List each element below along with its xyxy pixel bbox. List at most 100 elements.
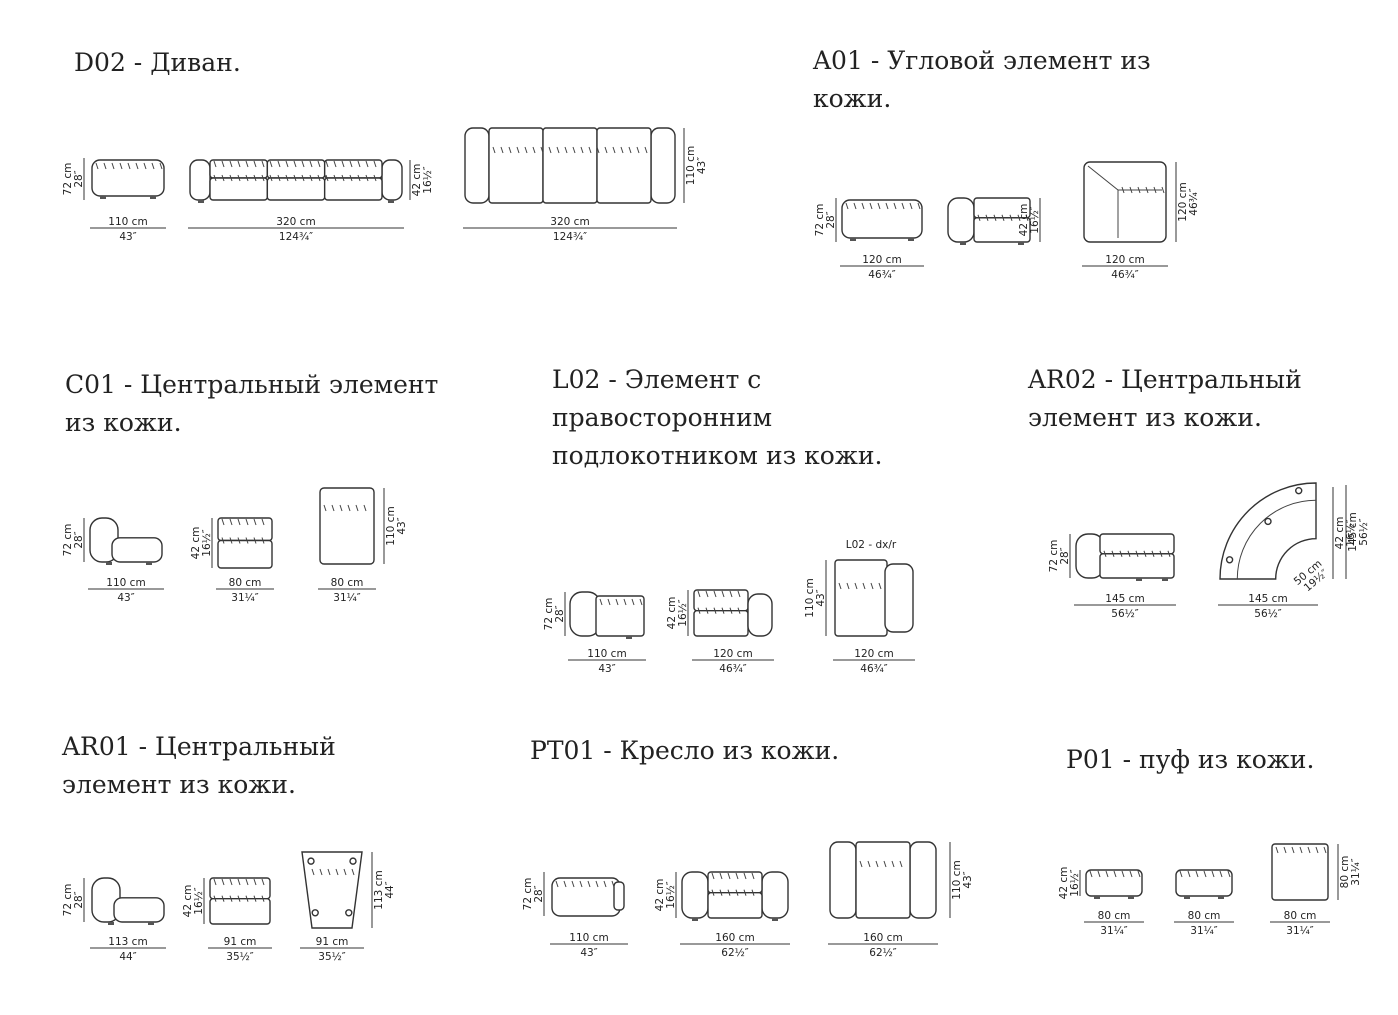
stitch-mark <box>1137 186 1141 194</box>
stitch-mark <box>229 895 233 902</box>
stitch-mark <box>1203 870 1207 878</box>
stitch-mark <box>301 160 305 168</box>
width-cm-label: 80 cm <box>1284 910 1317 922</box>
stitch-mark <box>1025 214 1029 221</box>
foot <box>148 922 154 925</box>
stitch-mark <box>623 598 627 606</box>
stitch-mark <box>261 518 265 526</box>
stitch-mark <box>325 174 329 182</box>
seat-cushion <box>323 177 383 201</box>
stitch-mark <box>1275 846 1279 854</box>
stitch-mark <box>721 590 725 598</box>
stitch-mark <box>846 582 850 590</box>
stitch-mark <box>875 860 879 868</box>
armrest <box>613 881 625 911</box>
stitch-mark <box>838 582 842 590</box>
stitch-mark <box>1179 870 1183 878</box>
armrest <box>464 127 490 204</box>
stitch-mark <box>1145 186 1149 194</box>
stitch-mark <box>599 598 603 606</box>
armrest <box>381 159 403 201</box>
seat-profile <box>111 537 163 563</box>
foot <box>198 200 204 203</box>
height-cm-label: 110 cm <box>804 578 816 617</box>
stitch-mark <box>221 160 225 168</box>
stitch-mark <box>555 880 559 888</box>
width-inch-label: 46¾″ <box>868 269 896 281</box>
section-title-l02: L02 - Элемент с правосторонним подлокотн… <box>552 361 882 475</box>
height-inch-label: 43″ <box>696 157 708 174</box>
foot <box>345 909 353 917</box>
stitch-mark <box>580 146 584 154</box>
section-title-a01: A01 - Угловой элемент из кожи. <box>813 42 1151 118</box>
width-inch-label: 31¼″ <box>231 592 259 604</box>
stitch-mark <box>221 895 225 902</box>
title-line: подлокотником из кожи. <box>552 441 883 470</box>
stitch-mark <box>751 872 755 880</box>
height-inch-label: 16½″ <box>422 166 434 194</box>
stitch-mark <box>245 518 249 526</box>
stitch-mark <box>127 162 131 170</box>
stitch-mark <box>335 868 339 876</box>
stitch-mark <box>245 537 249 544</box>
height-inch-label: 16½″ <box>1345 519 1357 547</box>
stitch-mark <box>213 174 217 182</box>
stitch-mark <box>885 202 889 210</box>
seat-cushion <box>855 841 911 919</box>
foot <box>349 857 357 865</box>
height-cm-label: 120 cm <box>1177 182 1189 221</box>
stitch-mark <box>323 504 327 512</box>
stitch-mark <box>556 146 560 154</box>
height-cm-label: 42 cm <box>190 527 202 560</box>
section-title-d02: D02 - Диван. <box>74 44 241 82</box>
stitch-mark <box>245 878 249 886</box>
armrest <box>761 871 789 919</box>
stitch-mark <box>261 537 265 544</box>
stitch-mark <box>1017 214 1021 221</box>
stitch-mark <box>245 895 249 902</box>
stitch-mark <box>735 889 739 896</box>
stitch-mark <box>119 162 123 170</box>
armrest <box>884 563 914 633</box>
stitch-mark <box>899 860 903 868</box>
stitch-mark <box>612 146 616 154</box>
stitch-mark <box>331 504 335 512</box>
stitch-mark <box>253 174 257 182</box>
stitch-mark <box>993 214 997 221</box>
height-cm-label: 42 cm <box>1058 867 1070 900</box>
width-cm-label: 110 cm <box>587 648 626 660</box>
seat-cushion <box>266 177 326 201</box>
stitch-mark <box>277 160 281 168</box>
stitch-mark <box>351 868 355 876</box>
stitch-mark <box>909 202 913 210</box>
seat-cushion <box>217 539 273 569</box>
stitch-mark <box>1121 186 1125 194</box>
stitch-mark <box>111 162 115 170</box>
stitch-mark <box>751 889 755 896</box>
title-line: D02 - Диван. <box>74 48 241 77</box>
height-cm-label: 42 cm <box>182 885 194 918</box>
stitch-mark <box>500 146 504 154</box>
width-inch-label: 43″ <box>117 592 134 604</box>
stitch-mark <box>604 146 608 154</box>
stitch-mark <box>737 590 741 598</box>
stitch-mark <box>861 202 865 210</box>
stitch-mark <box>705 590 709 598</box>
back-cushion <box>1099 533 1175 555</box>
stitch-mark <box>341 174 345 182</box>
section-title-c01: C01 - Центральный элемент из кожи. <box>65 366 438 442</box>
stitch-mark <box>103 162 107 170</box>
stitch-mark <box>341 160 345 168</box>
width-inch-label: 124¾″ <box>553 231 587 243</box>
height-inch-label: 16½″ <box>665 881 677 909</box>
back-cushion <box>217 517 273 542</box>
title-line: элемент из кожи. <box>1028 403 1262 432</box>
height-cm-label: 80 cm <box>1339 856 1351 889</box>
width-cm-label: 120 cm <box>862 254 901 266</box>
stitch-mark <box>1137 870 1141 878</box>
stitch-mark <box>1323 846 1327 854</box>
width-cm-label: 120 cm <box>1105 254 1144 266</box>
stitch-mark <box>245 160 249 168</box>
foot <box>106 562 112 565</box>
